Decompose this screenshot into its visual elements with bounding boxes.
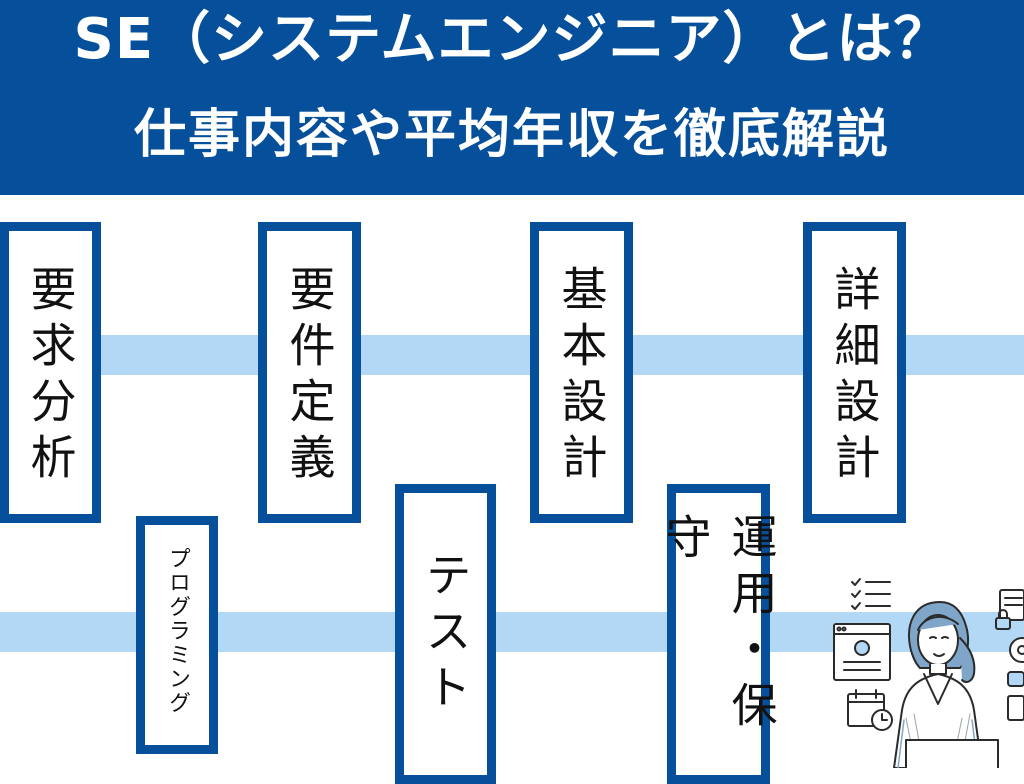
- step-testing: テスト: [395, 484, 496, 784]
- step-basic-design: 基本設計: [530, 222, 633, 523]
- browser-window-icon: [833, 623, 891, 681]
- step-label: テスト: [418, 551, 473, 719]
- calendar-clock-icon: [847, 689, 893, 731]
- header-banner: SE（システムエンジニア）とは？ 仕事内容や平均年収を徹底解説: [0, 0, 1024, 195]
- step-requirements-definition: 要件定義: [258, 222, 361, 523]
- engineer-illustration: [833, 578, 1024, 768]
- step-label: 基本設計: [554, 265, 609, 489]
- page-title: SE（システムエンジニア）とは？: [73, 7, 951, 72]
- step-operation-maintenance: 運用・保守: [659, 484, 779, 784]
- step-label: 要求分析: [23, 265, 78, 489]
- step-label: 要件定義: [282, 265, 337, 489]
- step-label: プログラミング: [165, 547, 190, 715]
- page-subtitle: 仕事内容や平均年収を徹底解説: [133, 105, 890, 165]
- document-lock-icon: [995, 589, 1024, 630]
- step-detailed-design: 詳細設計: [803, 222, 906, 523]
- step-label: 運用・保守: [658, 513, 779, 737]
- woman-figure: [893, 601, 999, 768]
- checklist-icon: [851, 578, 891, 610]
- gear-icon: [1009, 637, 1024, 663]
- step-programming: プログラミング: [136, 516, 218, 754]
- step-label: 詳細設計: [827, 265, 882, 489]
- step-requirements-analysis: 要求分析: [0, 222, 101, 523]
